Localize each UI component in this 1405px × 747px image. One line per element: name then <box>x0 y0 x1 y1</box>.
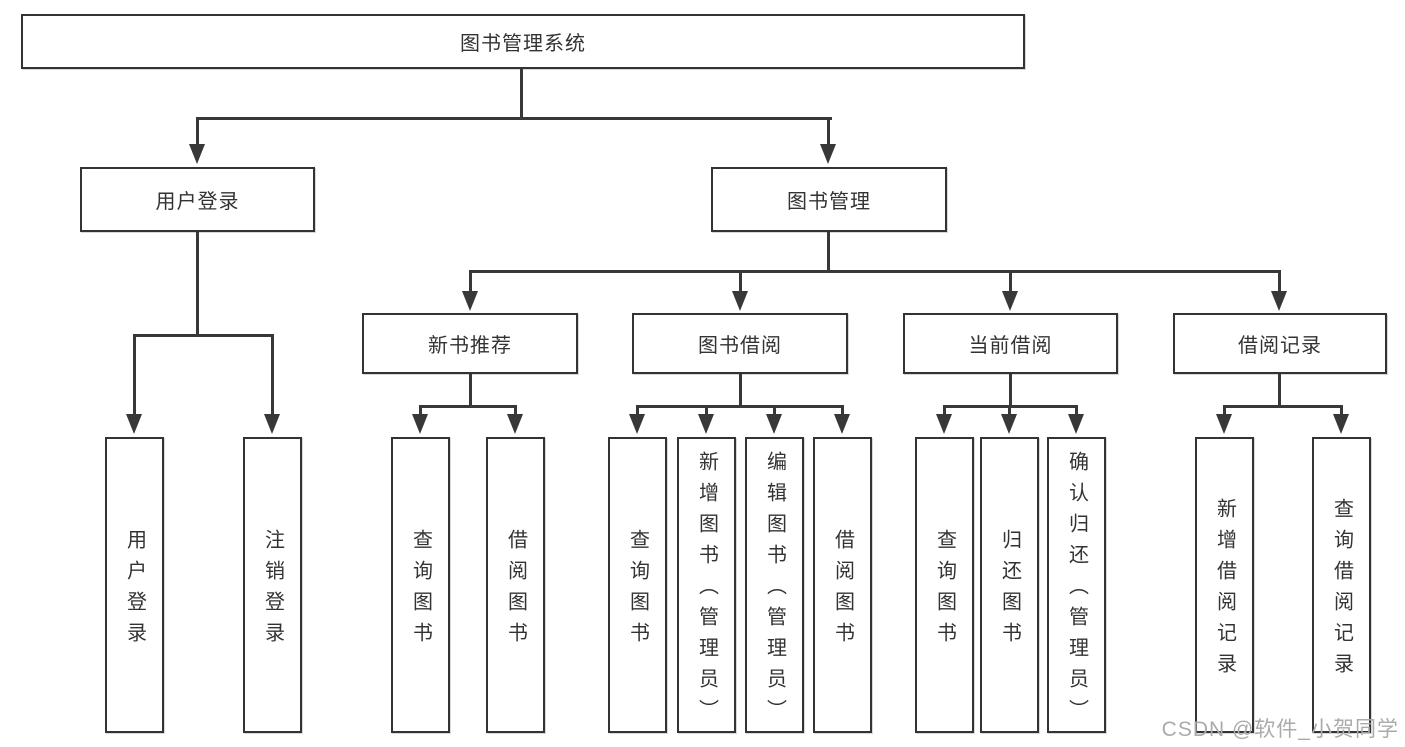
leaf-label: 用户登录 <box>123 528 146 653</box>
arrow-down-icon <box>732 291 748 311</box>
connector-line <box>133 334 274 337</box>
watermark-text: CSDN @软件_小贺同学 <box>1161 718 1399 741</box>
node-label: 用户登录 <box>155 191 240 213</box>
arrow-down-icon <box>834 414 850 434</box>
node-label: 新书推荐 <box>428 335 512 357</box>
leaf-label: 查询借阅记录 <box>1330 497 1353 684</box>
connector-line <box>943 405 946 415</box>
connector-line <box>827 232 830 273</box>
leaf-label: 查询图书 <box>626 528 649 653</box>
leaf-edit-book-admin: 编辑图书（管理员） <box>745 437 804 733</box>
connector-line <box>1075 405 1078 415</box>
connector-line <box>1009 374 1012 407</box>
connector-line <box>773 405 776 415</box>
connector-line <box>1223 405 1343 408</box>
arrow-down-icon <box>1001 414 1017 434</box>
connector-line <box>1223 405 1226 415</box>
leaf-label: 新增借阅记录 <box>1213 497 1236 684</box>
connector-line <box>196 232 199 336</box>
node-label: 图书借阅 <box>698 335 782 357</box>
connector-line <box>1009 270 1012 292</box>
arrow-down-icon <box>462 291 478 311</box>
connector-line <box>514 405 517 415</box>
connector-line <box>271 334 274 414</box>
connector-line <box>705 405 708 415</box>
connector-line <box>196 117 832 120</box>
node-label: 当前借阅 <box>968 335 1053 357</box>
arrow-down-icon <box>936 414 952 434</box>
node-label: 借阅记录 <box>1238 335 1322 357</box>
arrow-down-icon <box>126 414 142 434</box>
leaf-label: 查询图书 <box>933 528 956 653</box>
arrow-down-icon <box>1002 291 1018 311</box>
node-borrowing-records: 借阅记录 <box>1173 313 1387 374</box>
leaf-return-book: 归还图书 <box>980 437 1039 733</box>
arrow-down-icon <box>189 144 205 164</box>
arrow-down-icon <box>629 414 645 434</box>
connector-line <box>469 270 1281 273</box>
connector-line <box>636 405 844 408</box>
arrow-down-icon <box>1068 414 1084 434</box>
arrow-down-icon <box>1271 291 1287 311</box>
node-book-management: 图书管理 <box>711 167 947 232</box>
connector-line <box>636 405 639 415</box>
leaf-label: 借阅图书 <box>504 528 527 653</box>
connector-line <box>419 405 422 415</box>
leaf-confirm-return-admin: 确认归还（管理员） <box>1047 437 1106 733</box>
leaf-query-books-recommend: 查询图书 <box>391 437 450 733</box>
connector-line <box>1340 405 1343 415</box>
node-user-login: 用户登录 <box>80 167 315 232</box>
leaf-label: 归还图书 <box>998 528 1021 653</box>
arrow-down-icon <box>698 414 714 434</box>
arrow-down-icon <box>820 144 836 164</box>
node-book-borrowing: 图书借阅 <box>632 313 848 374</box>
connector-line <box>419 405 517 408</box>
leaf-logout: 注销登录 <box>243 437 302 733</box>
connector-line <box>1008 405 1011 415</box>
arrow-down-icon <box>507 414 523 434</box>
connector-line <box>827 117 830 145</box>
connector-line <box>469 374 472 407</box>
connector-line <box>196 117 199 145</box>
leaf-query-borrow-record: 查询借阅记录 <box>1312 437 1371 733</box>
leaf-query-books-current: 查询图书 <box>915 437 974 733</box>
arrow-down-icon <box>1216 414 1232 434</box>
node-label: 图书管理 <box>787 191 871 213</box>
leaf-label: 新增图书（管理员） <box>695 451 718 730</box>
arrow-down-icon <box>412 414 428 434</box>
connector-line <box>739 374 742 407</box>
leaf-label: 注销登录 <box>261 528 284 653</box>
node-label: 图书管理系统 <box>460 33 586 55</box>
arrow-down-icon <box>766 414 782 434</box>
leaf-label: 确认归还（管理员） <box>1065 451 1088 730</box>
node-book-management-system: 图书管理系统 <box>21 14 1025 69</box>
leaf-query-books-borrowing: 查询图书 <box>608 437 667 733</box>
leaf-user-login: 用户登录 <box>105 437 164 733</box>
node-current-borrowing: 当前借阅 <box>903 313 1118 374</box>
arrow-down-icon <box>1333 414 1349 434</box>
leaf-add-book-admin: 新增图书（管理员） <box>677 437 736 733</box>
connector-line <box>1278 270 1281 292</box>
leaf-label: 借阅图书 <box>831 528 854 653</box>
leaf-borrow-books-recommend: 借阅图书 <box>486 437 545 733</box>
leaf-label: 查询图书 <box>409 528 432 653</box>
connector-line <box>469 270 472 292</box>
connector-line <box>841 405 844 415</box>
leaf-label: 编辑图书（管理员） <box>763 451 786 730</box>
connector-line <box>739 270 742 292</box>
connector-line <box>133 334 136 414</box>
leaf-borrow-books-borrowing: 借阅图书 <box>813 437 872 733</box>
leaf-add-borrow-record: 新增借阅记录 <box>1195 437 1254 733</box>
node-new-book-recommend: 新书推荐 <box>362 313 578 374</box>
arrow-down-icon <box>264 414 280 434</box>
connector-line <box>520 68 523 118</box>
connector-line <box>1278 374 1281 407</box>
